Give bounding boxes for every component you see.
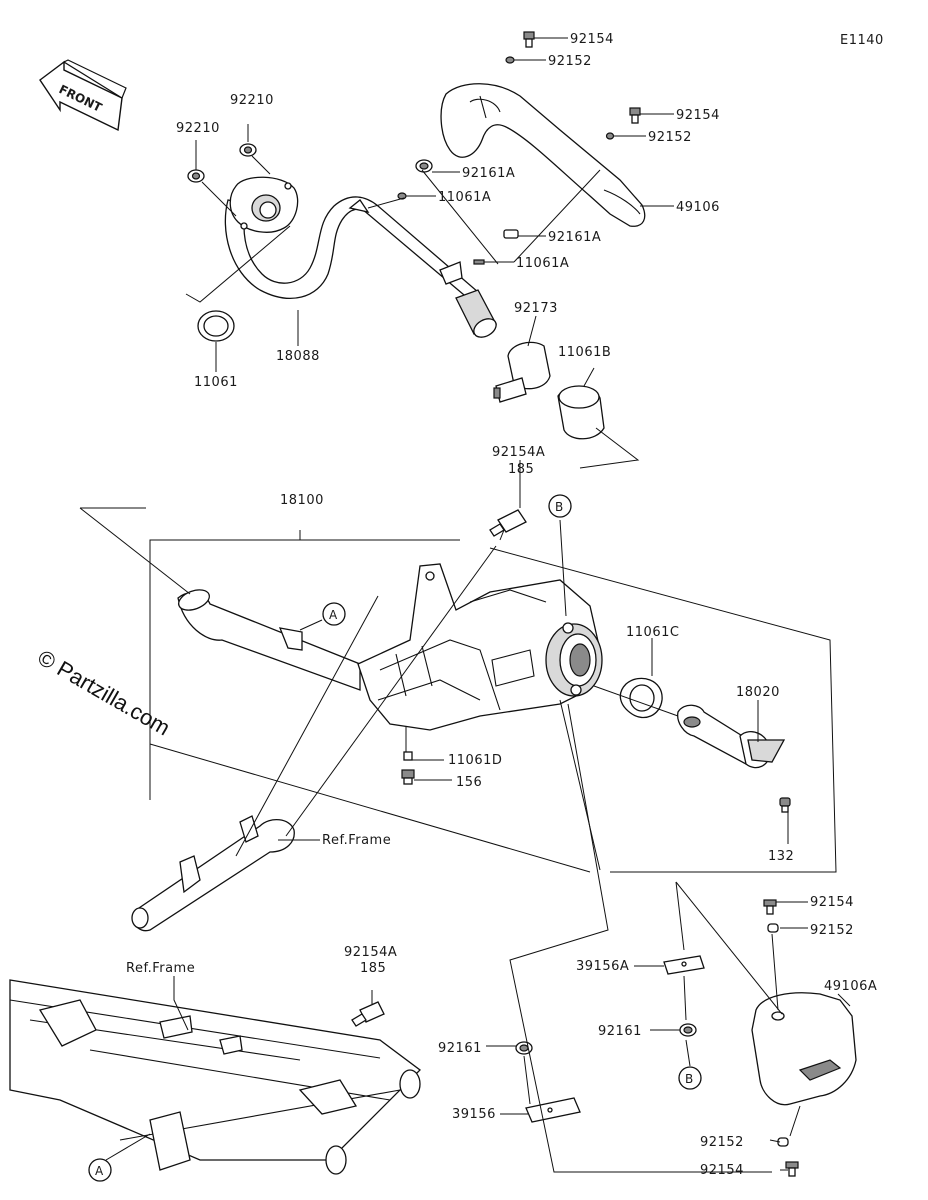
bolt-92154-mid[interactable]: [629, 107, 641, 124]
leader-lines: [79, 37, 851, 1173]
bolt-92154-top[interactable]: [523, 31, 535, 48]
label-132: 132: [768, 849, 794, 864]
sleeve-11061B[interactable]: [557, 385, 605, 440]
nut-92210-a[interactable]: [187, 169, 205, 183]
bolt-92154A-lower[interactable]: [351, 1001, 385, 1027]
callout-a-upper: A: [322, 602, 346, 626]
label-11061C: 11061C: [626, 625, 679, 640]
front-arrow-icon: FRONT: [39, 59, 127, 132]
washer-92152-top[interactable]: [505, 56, 515, 64]
grommet-92161-right[interactable]: [679, 1023, 697, 1037]
gasket-11061C[interactable]: [619, 677, 663, 719]
collar-11061D[interactable]: [403, 751, 413, 761]
grommet-92161A-1[interactable]: [415, 159, 433, 173]
plate-39156A[interactable]: [663, 955, 705, 975]
label-49106A: 49106A: [824, 979, 877, 994]
label-18020: 18020: [736, 685, 780, 700]
label-11061A: 11061A: [516, 256, 569, 271]
label-92152: 92152: [548, 54, 592, 69]
grommet-92161A-2[interactable]: [503, 229, 519, 239]
label-49106: 49106: [676, 200, 720, 215]
washer-92152-mid[interactable]: [605, 132, 615, 140]
tailpipe-18020[interactable]: [677, 704, 786, 769]
svg-text:A: A: [95, 1164, 104, 1178]
label-92154: 92154: [570, 32, 614, 47]
watermark: © Partzilla.com: [34, 645, 175, 741]
label-11061D: 11061D: [448, 753, 502, 768]
washer-92152-right-top[interactable]: [767, 923, 779, 933]
bolt-92154-right-bottom[interactable]: [785, 1161, 799, 1177]
svg-text:B: B: [555, 500, 563, 514]
label-92152: 92152: [700, 1135, 744, 1150]
bolt-92154A-upper[interactable]: [489, 509, 527, 537]
label-185: 185: [360, 961, 386, 976]
label-92154A: 92154A: [492, 445, 545, 460]
clamp-92173[interactable]: [493, 341, 551, 403]
part-labels: 92154 92152 92154 92152 92210 92210 9216…: [126, 32, 877, 1178]
heat-guard-49106[interactable]: [440, 83, 646, 227]
label-92154: 92154: [700, 1163, 744, 1178]
label-92152: 92152: [810, 923, 854, 938]
nut-92210-b[interactable]: [239, 143, 257, 157]
label-92154: 92154: [810, 895, 854, 910]
flange-92210[interactable]: [229, 176, 299, 233]
label-92161: 92161: [438, 1041, 482, 1056]
label-11061A: 11061A: [438, 190, 491, 205]
svg-text:A: A: [329, 608, 338, 622]
frame-ref-lower[interactable]: [9, 979, 421, 1175]
collar-11061A-2[interactable]: [473, 259, 485, 265]
label-11061B: 11061B: [558, 345, 611, 360]
label-92210: 92210: [230, 93, 274, 108]
diagram-code: E1140: [840, 33, 884, 48]
callout-a-lower: A: [88, 1158, 112, 1182]
bolt-132[interactable]: [779, 797, 791, 813]
label-92161A: 92161A: [462, 166, 515, 181]
label-92152: 92152: [648, 130, 692, 145]
gasket-11061[interactable]: [197, 310, 235, 342]
label-92173: 92173: [514, 301, 558, 316]
label-92154: 92154: [676, 108, 720, 123]
label-39156A: 39156A: [576, 959, 629, 974]
label-18088: 18088: [276, 349, 320, 364]
label-39156: 39156: [452, 1107, 496, 1122]
frame-bracket-ref[interactable]: [131, 815, 295, 932]
label-92161A: 92161A: [548, 230, 601, 245]
bolt-156[interactable]: [401, 769, 415, 785]
label-92161: 92161: [598, 1024, 642, 1039]
muffler-18100[interactable]: [176, 563, 603, 731]
label-92210: 92210: [176, 121, 220, 136]
exhaust-pipe-18088[interactable]: [224, 196, 499, 341]
label-185: 185: [508, 462, 534, 477]
bolt-92154-right-top[interactable]: [763, 899, 777, 915]
svg-text:B: B: [685, 1072, 693, 1086]
heat-guard-49106A[interactable]: [751, 992, 857, 1106]
plate-39156[interactable]: [525, 1097, 581, 1123]
label-18100: 18100: [280, 493, 324, 508]
callout-b-lower: B: [678, 1066, 702, 1090]
label-11061: 11061: [194, 375, 238, 390]
label-ref-frame: Ref.Frame: [322, 833, 391, 848]
label-ref-frame: Ref.Frame: [126, 961, 195, 976]
callout-b-upper: B: [548, 494, 572, 518]
label-92154A: 92154A: [344, 945, 397, 960]
label-156: 156: [456, 775, 482, 790]
